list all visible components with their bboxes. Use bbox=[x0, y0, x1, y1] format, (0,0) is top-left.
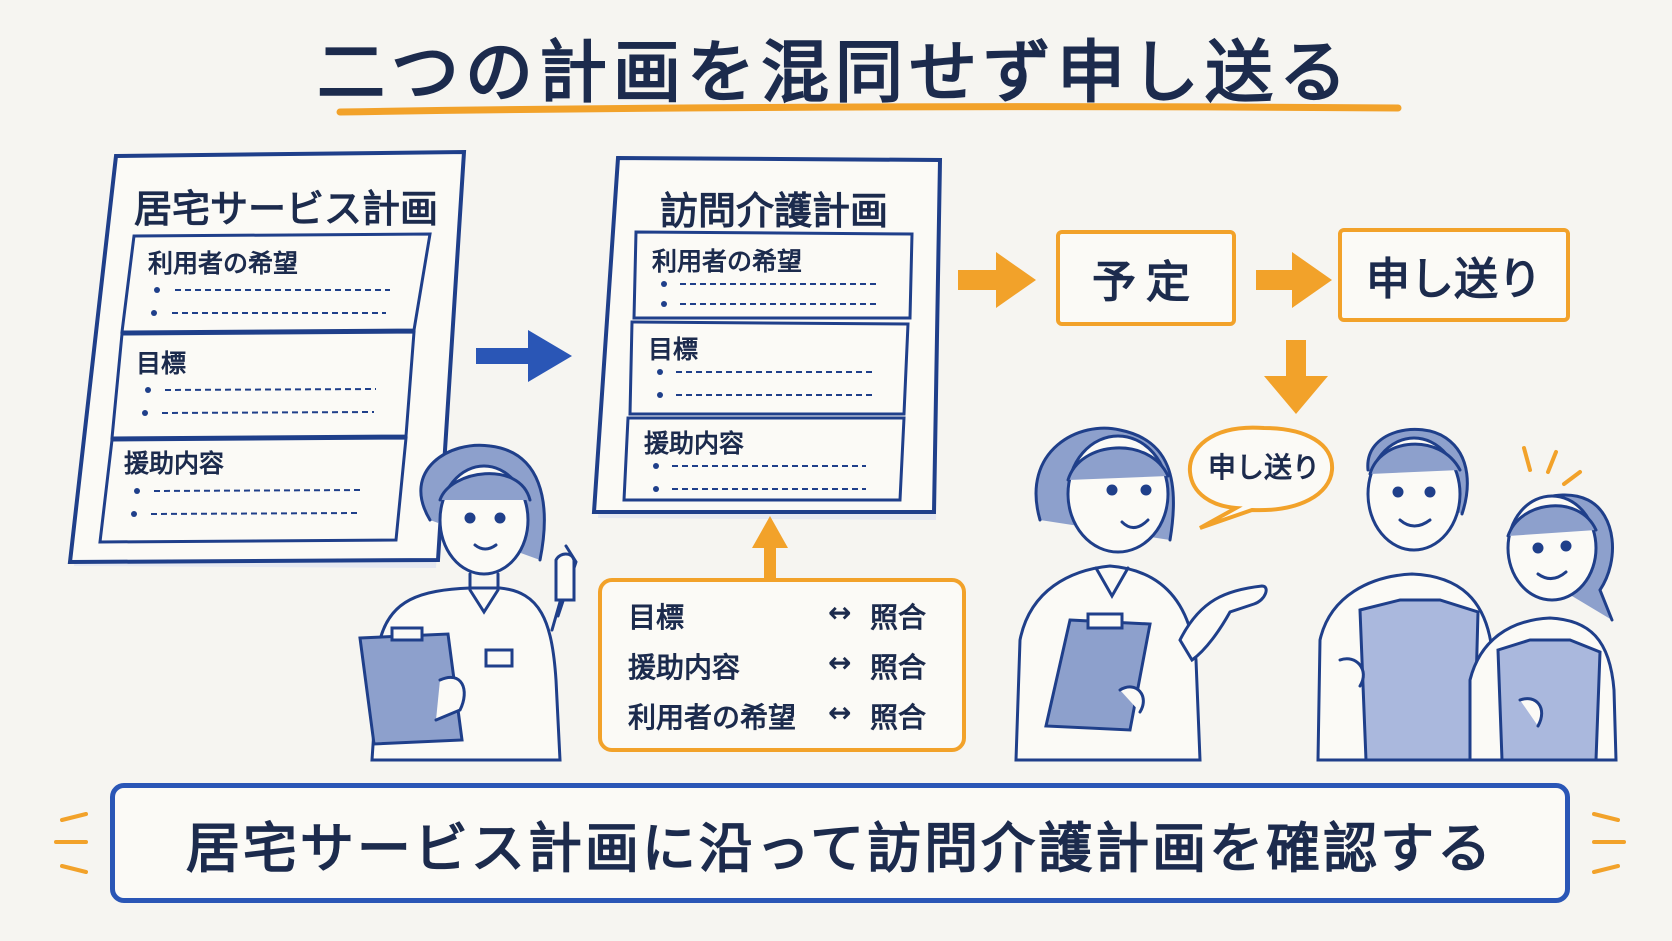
caregiver-pointing-illustration bbox=[358, 443, 578, 762]
bidirectional-arrow-icon: ↔ bbox=[828, 596, 852, 629]
check-item: 利用者の希望 bbox=[628, 701, 797, 734]
left-doc-section-goals: 目標 bbox=[136, 349, 187, 378]
emphasis-marks-right bbox=[1592, 812, 1626, 874]
left-doc-section-wishes: 利用者の希望 bbox=[148, 249, 299, 278]
right-doc-section-wishes: 利用者の希望 bbox=[652, 247, 803, 276]
title-underline bbox=[336, 103, 1402, 116]
check-row: 利用者の希望 ↔ 照合 bbox=[628, 690, 948, 736]
left-doc-section-support: 援助内容 bbox=[124, 449, 225, 478]
check-list-box: 目標 ↔ 照合 援助内容 ↔ 照合 利用者の希望 ↔ 照合 bbox=[598, 578, 966, 752]
orange-up-arrow-icon bbox=[752, 516, 788, 578]
orange-down-arrow-icon bbox=[1264, 340, 1328, 414]
right-doc-section-support: 援助内容 bbox=[644, 429, 745, 458]
check-item: 援助内容 bbox=[628, 651, 741, 684]
bottom-message-banner: 居宅サービス計画に沿って訪問介護計画を確認する bbox=[110, 783, 1570, 903]
bidirectional-arrow-icon: ↔ bbox=[828, 696, 852, 729]
flow-step-schedule: 予定 bbox=[1056, 230, 1236, 326]
flow-step-handover: 申し送り bbox=[1338, 228, 1570, 322]
check-result: 照合 bbox=[870, 651, 927, 684]
speech-bubble-text: 申し送り bbox=[1207, 451, 1320, 484]
staff-pair-illustration bbox=[1316, 427, 1618, 762]
left-document-sheet bbox=[67, 149, 467, 568]
speech-bubble bbox=[1187, 425, 1335, 530]
check-row: 援助内容 ↔ 照合 bbox=[628, 640, 948, 686]
emphasis-marks-left bbox=[54, 812, 88, 874]
right-doc-section-goals: 目標 bbox=[648, 335, 699, 364]
check-result: 照合 bbox=[870, 701, 927, 734]
right-document-sheet bbox=[591, 155, 943, 520]
check-result: 照合 bbox=[870, 601, 927, 634]
blue-arrow-icon bbox=[476, 330, 572, 382]
page-title: 二つの計画を混同せず申し送る bbox=[316, 34, 1353, 113]
orange-right-arrow-icon bbox=[1256, 252, 1332, 308]
check-item: 目標 bbox=[628, 601, 685, 634]
check-row: 目標 ↔ 照合 bbox=[628, 590, 948, 636]
caregiver-talking-illustration bbox=[1014, 426, 1268, 762]
orange-right-arrow-icon bbox=[958, 252, 1036, 308]
left-document-title: 居宅サービス計画 bbox=[134, 187, 439, 231]
right-document-title: 訪問介護計画 bbox=[660, 189, 889, 233]
bidirectional-arrow-icon: ↔ bbox=[828, 646, 852, 679]
